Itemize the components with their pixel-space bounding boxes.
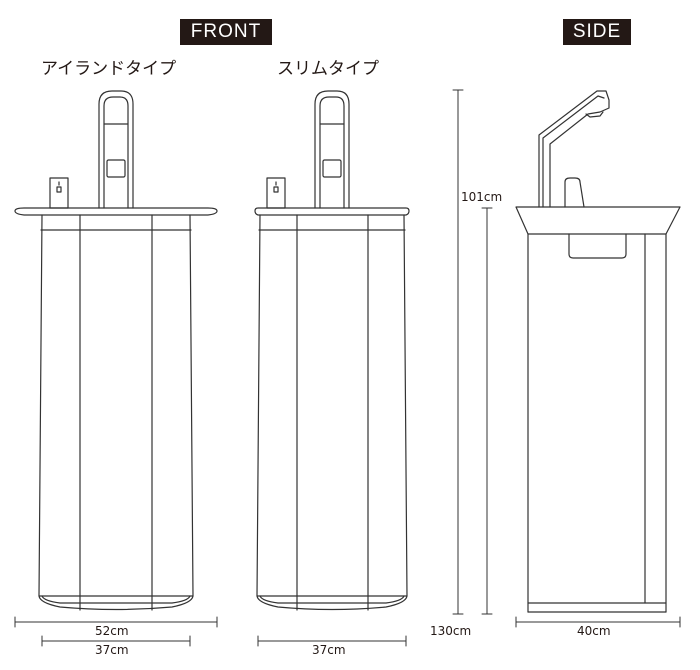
side-view-drawing — [515, 90, 681, 628]
island-countertop — [14, 207, 218, 216]
side-cabinet — [527, 233, 667, 613]
side-basin — [515, 206, 681, 235]
island-body-width-label: 37cm — [95, 643, 129, 657]
island-soap-dispenser — [49, 177, 69, 209]
island-type-label: アイランドタイプ — [41, 59, 177, 79]
slim-type-drawing — [254, 90, 410, 647]
slim-dimension-lines — [257, 635, 407, 647]
total-height-label: 130cm — [430, 624, 472, 638]
slim-cabinet — [256, 214, 408, 611]
island-cabinet — [38, 214, 194, 611]
island-top-width-label: 52cm — [95, 624, 129, 638]
side-view-header: SIDE — [563, 19, 631, 45]
slim-type-label: スリムタイプ — [277, 59, 379, 79]
slim-faucet — [314, 90, 350, 209]
island-faucet — [98, 90, 134, 209]
slim-body-width-label: 37cm — [312, 643, 346, 657]
island-dimension-lines — [14, 616, 218, 647]
side-dimension-lines — [515, 616, 681, 628]
counter-height-label: 101cm — [460, 190, 504, 204]
side-faucet — [538, 90, 610, 208]
island-type-drawing — [14, 90, 218, 647]
slim-countertop — [254, 207, 410, 216]
slim-soap-dispenser — [266, 177, 286, 209]
front-view-header: FRONT — [180, 19, 272, 45]
height-dimension-lines — [452, 89, 493, 615]
side-depth-label: 40cm — [577, 624, 611, 638]
